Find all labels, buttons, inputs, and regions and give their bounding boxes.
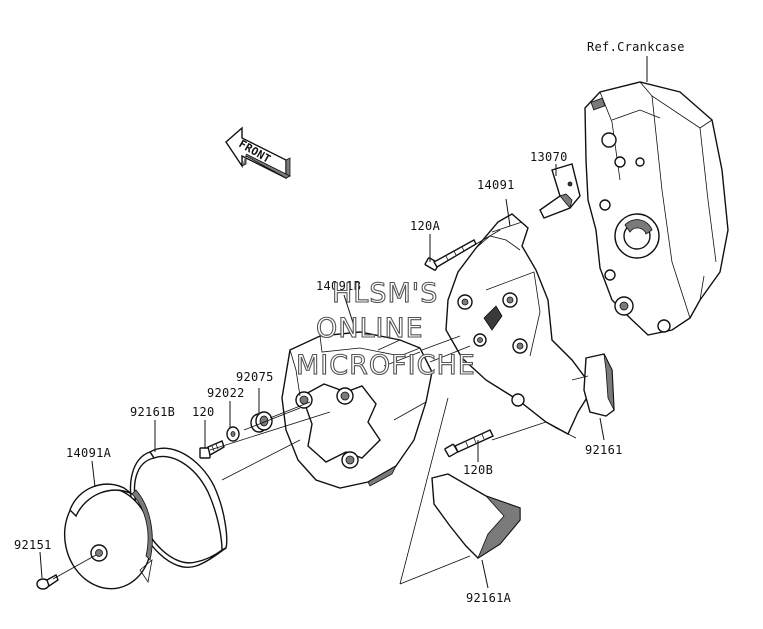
assembly-lines bbox=[52, 229, 589, 585]
bracket-13070 bbox=[539, 163, 581, 219]
watermark-line-2: ONLINE bbox=[316, 313, 424, 344]
part-label-120a: 120A bbox=[410, 219, 441, 233]
part-label-14091: 14091 bbox=[477, 178, 515, 192]
part-label-120: 120 bbox=[192, 405, 215, 419]
part-label-14091a: 14091A bbox=[66, 446, 112, 460]
bolt-120b bbox=[444, 429, 494, 458]
cover-14091 bbox=[445, 213, 591, 439]
part-label-92161b: 92161B bbox=[130, 405, 175, 419]
part-label-120b: 120B bbox=[463, 463, 493, 477]
crankcase-illustration bbox=[584, 81, 729, 336]
watermark-line-1: HLSM'S bbox=[332, 278, 438, 309]
watermark-line-3: MICROFICHE bbox=[296, 350, 476, 381]
part-label-92161a: 92161A bbox=[466, 591, 512, 605]
ref-crankcase-label: Ref.Crankcase bbox=[587, 40, 685, 54]
seal-92161 bbox=[583, 353, 615, 417]
washer-92022 bbox=[226, 426, 240, 442]
front-arrow: FRONT bbox=[225, 126, 291, 180]
part-label-92075: 92075 bbox=[236, 370, 274, 384]
screw-92151 bbox=[36, 574, 59, 590]
part-label-92161: 92161 bbox=[585, 443, 623, 457]
part-label-92022: 92022 bbox=[207, 386, 245, 400]
seal-pad-92161a bbox=[431, 473, 521, 560]
grommet-92075 bbox=[250, 411, 273, 433]
watermark: HLSM'S ONLINE MICROFICHE bbox=[295, 277, 476, 381]
part-label-14091b: 14091B bbox=[316, 279, 361, 293]
part-label-13070: 13070 bbox=[530, 150, 568, 164]
cap-14091a bbox=[63, 483, 153, 590]
cover-14091b bbox=[281, 331, 433, 489]
part-label-92151: 92151 bbox=[14, 538, 52, 552]
